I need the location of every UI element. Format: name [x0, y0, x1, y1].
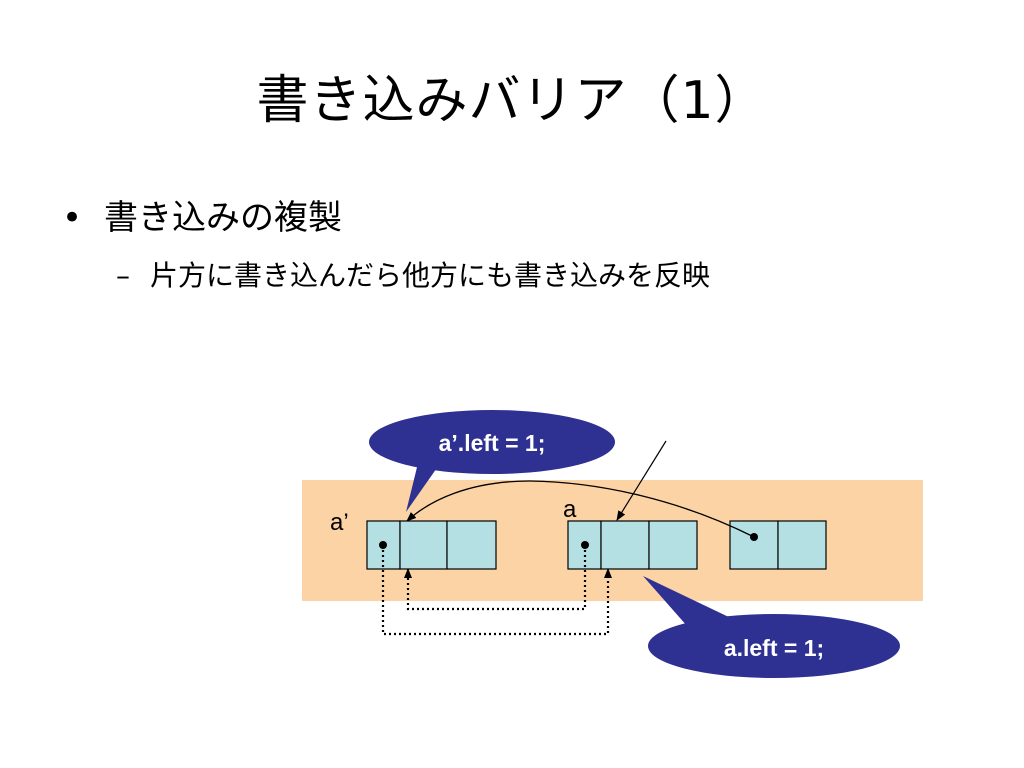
original-object-label: a [563, 496, 577, 523]
subbullet-marker: – [116, 259, 130, 292]
object-copy [366, 520, 497, 570]
slide-title: 書き込みバリア（1） [256, 71, 768, 131]
callout-original-bubble [648, 614, 900, 678]
callout-copy-write: a’.left = 1; [369, 410, 615, 512]
original-cell-left [600, 520, 650, 570]
callout-copy-text: a’.left = 1; [439, 430, 546, 456]
copy-to-original-forward-pointer [381, 545, 612, 636]
copy-cell-left [399, 520, 448, 570]
copy-object-label: a’ [330, 509, 349, 536]
callout-original-text: a.left = 1; [724, 635, 824, 661]
copy-cell-right [446, 520, 497, 570]
referrer-to-copy-arrow [406, 480, 755, 538]
object-referrer [729, 520, 827, 570]
bullet-item-1: • 書き込みの複製 [62, 190, 342, 239]
subbullet-text: 片方に書き込んだら他方にも書き込みを反映 [150, 259, 711, 292]
original-reference-line [616, 440, 667, 521]
referrer-cell-pointer [729, 520, 779, 570]
bullet-marker: • [62, 198, 83, 238]
bullet-subitem-1: –片方に書き込んだら他方にも書き込みを反映 [116, 254, 710, 294]
callout-original-write: a.left = 1; [643, 576, 900, 678]
original-cell-right [648, 520, 698, 570]
callout-copy-bubble [369, 410, 615, 474]
referrer-cell-field [777, 520, 827, 570]
original-to-copy-forward-pointer [404, 545, 587, 611]
bullet-text: 書き込みの複製 [104, 198, 342, 238]
